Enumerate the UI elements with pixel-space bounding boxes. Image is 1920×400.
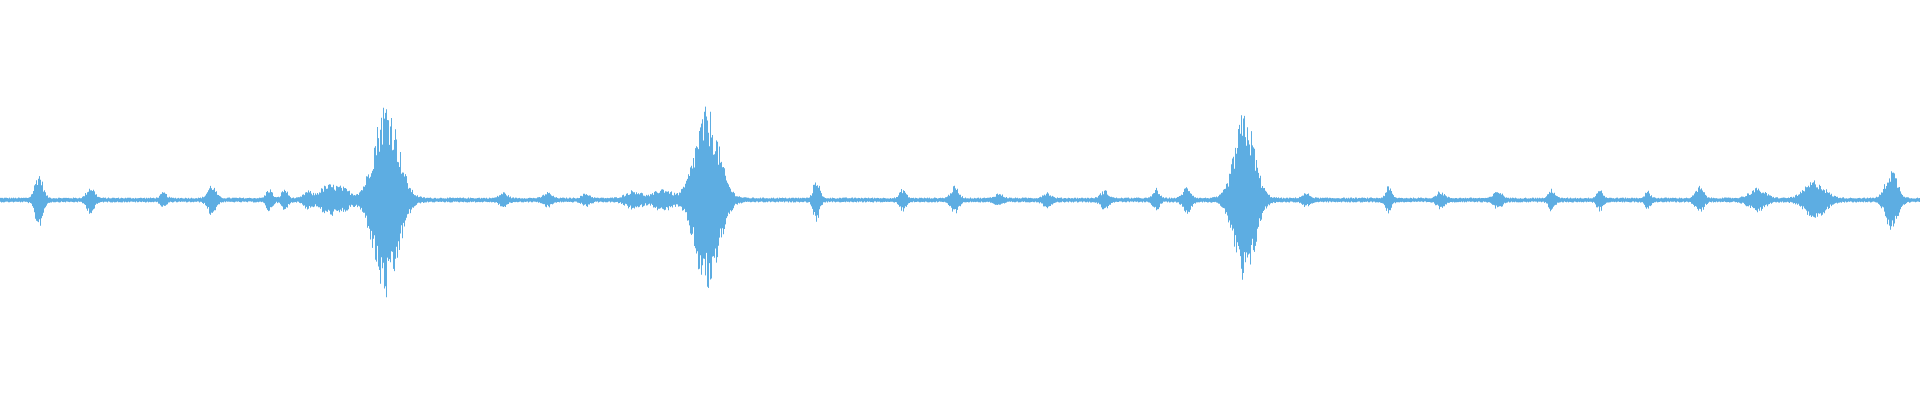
- waveform-path: [0, 106, 1920, 298]
- waveform-trace: [0, 106, 1920, 298]
